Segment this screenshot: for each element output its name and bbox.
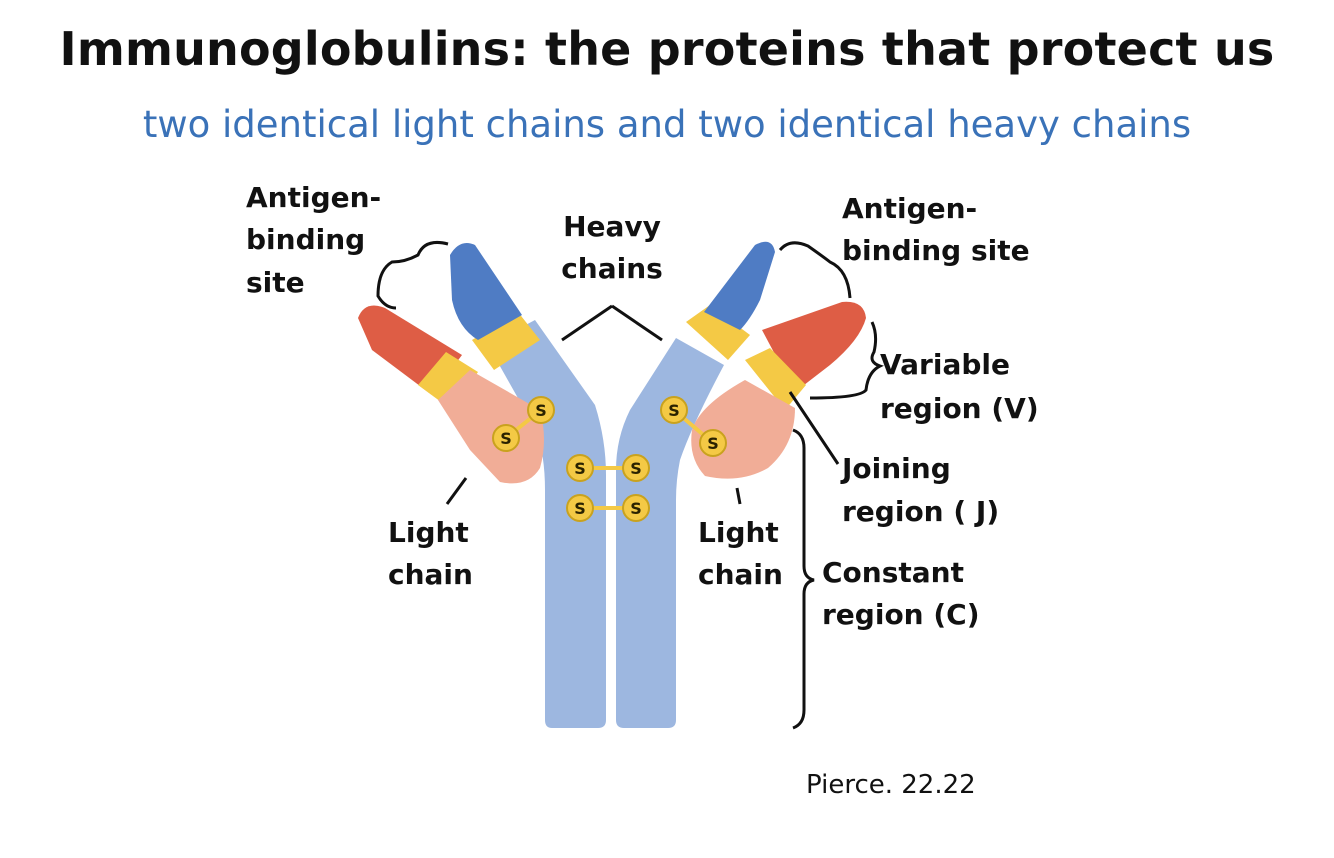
heavy-chain-right-variable	[704, 241, 775, 330]
sulfur-atom	[699, 429, 727, 457]
brace-constant	[792, 428, 815, 730]
label-joining-region: Joining	[840, 452, 951, 485]
label-light-chain-left: chain	[388, 558, 473, 591]
heavy-chain-left-constant	[488, 320, 606, 728]
sulfur-atom	[622, 454, 650, 482]
label-constant-region: region (C)	[822, 598, 980, 631]
brace-antigen-right	[778, 241, 852, 299]
heavy-chain-left	[450, 242, 606, 728]
sulfur-atom	[527, 396, 555, 424]
sulfur-atom	[492, 424, 520, 452]
label-light-chain-right: Light	[698, 516, 779, 549]
sulfur-label: S	[574, 459, 586, 478]
label-heavy-chains: chains	[561, 252, 663, 285]
pointer-heavy-right	[611, 304, 663, 342]
sulfur-atom	[660, 396, 688, 424]
sulfur-atom	[566, 494, 594, 522]
label-antigen-site-left: site	[246, 266, 305, 299]
label-variable-region: Variable	[880, 348, 1010, 381]
label-antigen-site-right: Antigen-	[842, 192, 977, 225]
slide-title: Immunoglobulins: the proteins that prote…	[59, 22, 1275, 76]
sulfur-label: S	[630, 459, 642, 478]
annotation-lines	[376, 240, 884, 730]
heavy-chain-left-joining	[472, 312, 540, 370]
label-variable-region: region (V)	[880, 392, 1039, 425]
brace-antigen-left	[376, 240, 449, 310]
light-chain-right	[691, 301, 866, 479]
sulfur-label: S	[707, 434, 719, 453]
label-heavy-chains: Heavy	[563, 210, 661, 243]
label-light-chain-right: chain	[698, 558, 783, 591]
sulfur-label: S	[574, 499, 586, 518]
citation: Pierce. 22.22	[806, 770, 976, 800]
heavy-chain-right	[616, 241, 775, 728]
pointer-light-right	[735, 487, 742, 505]
disulfide-sulfur-atoms	[492, 396, 727, 522]
disulfide-labels: S S S S S S S S	[500, 401, 719, 518]
sulfur-label: S	[535, 401, 547, 420]
pointer-light-left	[445, 477, 468, 505]
pointer-heavy-left	[561, 304, 613, 342]
slide-subtitle: two identical light chains and two ident…	[142, 103, 1192, 146]
heavy-chain-right-joining	[686, 305, 750, 360]
label-antigen-site-left: binding	[246, 223, 365, 256]
sulfur-atom	[622, 494, 650, 522]
light-chain-left	[358, 305, 544, 484]
light-chain-left-joining	[418, 352, 478, 410]
sulfur-label: S	[630, 499, 642, 518]
heavy-chain-right-constant	[616, 338, 724, 728]
label-antigen-site-right: binding site	[842, 234, 1030, 267]
diagram-labels: Antigen- binding site Heavy chains Antig…	[246, 181, 1039, 631]
sulfur-label: S	[668, 401, 680, 420]
light-chain-left-constant	[438, 370, 544, 484]
label-light-chain-left: Light	[388, 516, 469, 549]
label-constant-region: Constant	[822, 556, 964, 589]
brace-variable	[809, 321, 884, 400]
sulfur-atom	[566, 454, 594, 482]
pointer-joining	[788, 391, 840, 465]
label-antigen-site-left: Antigen-	[246, 181, 381, 214]
heavy-chain-left-variable	[450, 242, 522, 340]
sulfur-label: S	[500, 429, 512, 448]
label-joining-region: region ( J)	[842, 495, 999, 528]
